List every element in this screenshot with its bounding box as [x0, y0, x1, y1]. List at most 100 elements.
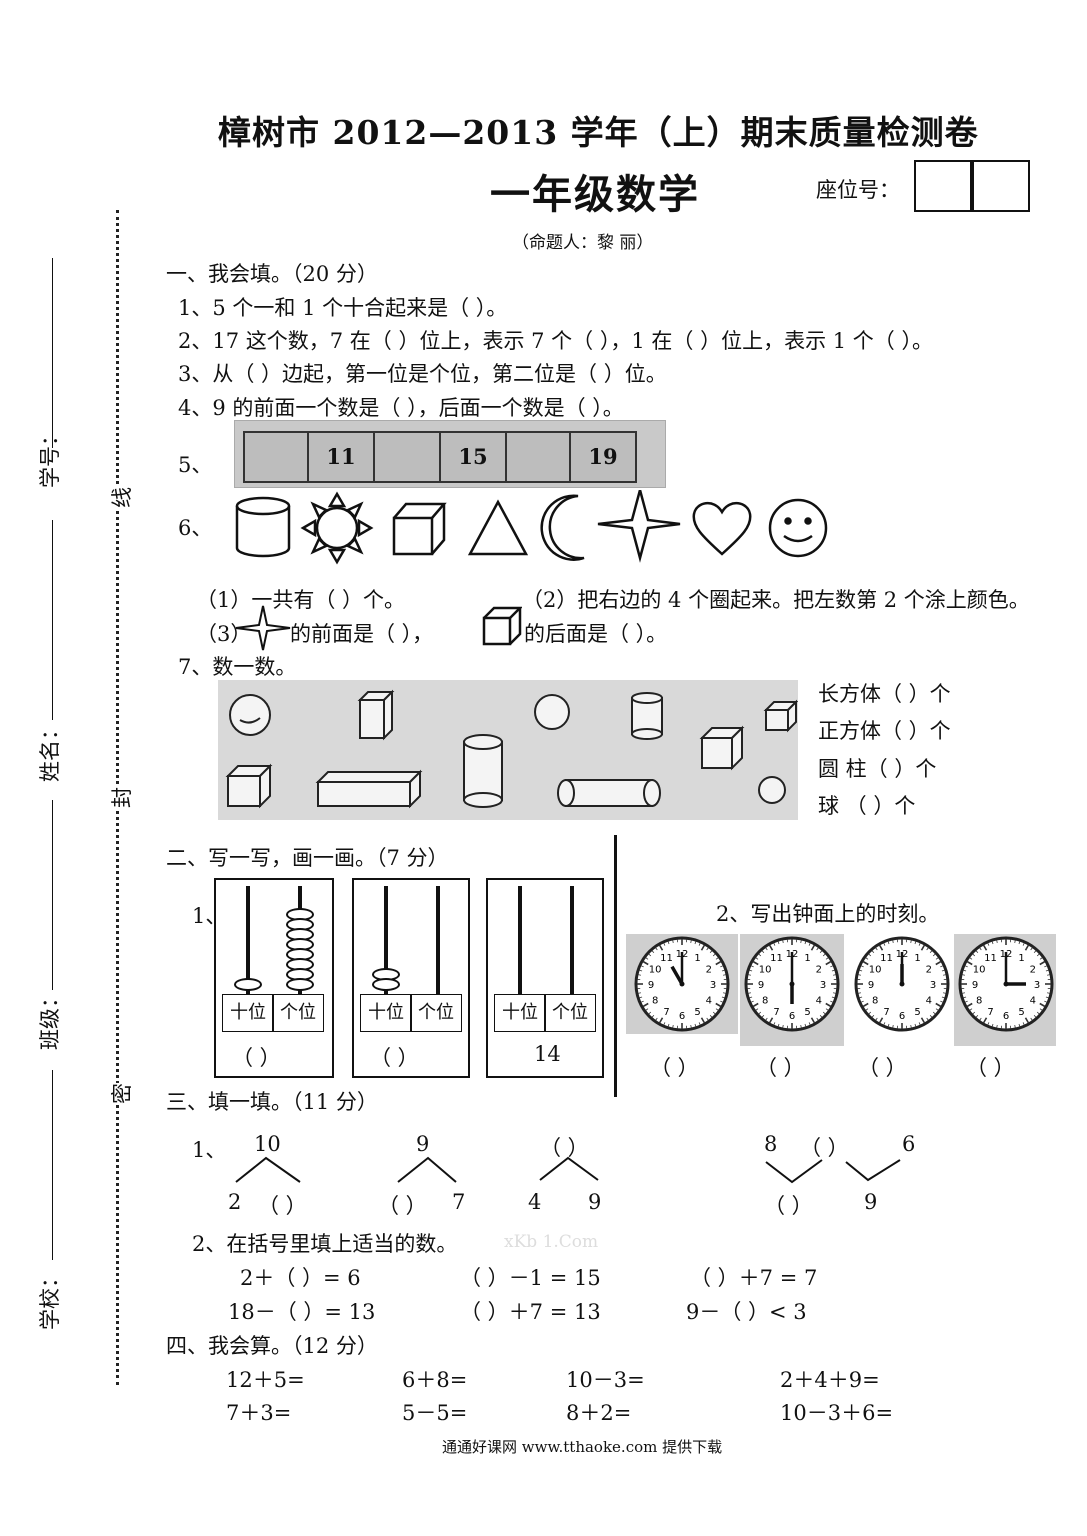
- split2-top: 9: [416, 1132, 430, 1156]
- cylinder-icon: [463, 734, 503, 808]
- smiley-icon: [768, 498, 828, 558]
- split2-left[interactable]: （ ）: [378, 1194, 427, 1218]
- svg-text:7: 7: [773, 1007, 779, 1018]
- svg-text:4: 4: [1030, 996, 1036, 1007]
- s3-question-1-label: 1、: [192, 1138, 227, 1162]
- number-bond-lines: [235, 1156, 901, 1184]
- sun-icon: [300, 491, 374, 565]
- clock-face: 1234567891011121234567891011121234567891…: [634, 936, 1054, 1032]
- side-label-student-id: 学号：: [38, 425, 62, 488]
- abacus-rod-ones: [570, 886, 574, 994]
- abacus-bead: [372, 978, 400, 991]
- equation: （ ）－1 = 15: [460, 1266, 601, 1290]
- place-label-ones: 个位: [410, 994, 462, 1032]
- seat-box-2[interactable]: [970, 160, 1030, 212]
- section2-heading: 二、写一写，画一画。（7 分）: [166, 846, 449, 870]
- author-line: （命题人：黎 丽）: [512, 233, 654, 253]
- svg-text:5: 5: [804, 1007, 810, 1018]
- svg-text:3: 3: [930, 980, 936, 991]
- clock-answer-4[interactable]: （ ）: [966, 1056, 1015, 1080]
- place-label-tens: 十位: [494, 994, 546, 1032]
- cylinder-icon: [557, 779, 661, 807]
- calc-item: 6＋8=: [402, 1368, 468, 1392]
- abacus-rod-tens: [518, 886, 522, 994]
- number-cell[interactable]: [373, 431, 441, 483]
- svg-text:7: 7: [883, 1007, 889, 1018]
- count-cube: 正方体（ ）个: [818, 719, 951, 743]
- s1-q6-part3-end: 的后面是（ ）。: [524, 622, 668, 646]
- split3-top[interactable]: （ ）: [540, 1136, 589, 1160]
- cube-icon: [392, 502, 447, 556]
- svg-text:3: 3: [710, 980, 716, 991]
- svg-text:5: 5: [914, 1007, 920, 1018]
- clock-answer-3[interactable]: （ ）: [858, 1056, 907, 1080]
- s2-question-2-label: 2、写出钟面上的时刻。: [716, 902, 940, 926]
- s1-question-6-label: 6、: [178, 516, 213, 540]
- side-rule-2: [52, 520, 53, 720]
- svg-text:6: 6: [679, 1011, 685, 1022]
- cube-icon: [763, 699, 798, 733]
- svg-text:9: 9: [972, 980, 978, 991]
- abacus-rod-tens: [246, 886, 250, 994]
- star-icon: [235, 605, 291, 651]
- cube-icon: [482, 606, 522, 646]
- hour-hand: [670, 965, 684, 985]
- equation: 18－（ ）= 13: [228, 1300, 376, 1324]
- number-cell[interactable]: [505, 431, 571, 483]
- s1-question-1: 1、5 个一和 1 个十合起来是（ ）。: [178, 296, 508, 320]
- cuboid-icon: [357, 689, 395, 741]
- svg-text:8: 8: [762, 996, 768, 1007]
- moon-icon: [540, 494, 585, 561]
- s1-q6-part3-prefix: （3）: [196, 622, 252, 646]
- split1-left: 2: [228, 1190, 242, 1214]
- seal-char-seal: 封: [106, 787, 136, 808]
- equation: 2＋（ ）= 6: [240, 1266, 361, 1290]
- svg-text:7: 7: [663, 1007, 669, 1018]
- svg-text:2: 2: [926, 965, 932, 976]
- s1-q6-part3-mid: 的前面是（ ），: [290, 622, 434, 646]
- merge-a: 8: [764, 1132, 778, 1156]
- abacus-1: 十位 个位 （ ）: [214, 878, 334, 1078]
- svg-text:4: 4: [926, 996, 932, 1007]
- side-rule-4: [52, 1070, 53, 1260]
- abacus-3: 十位 个位 14: [486, 878, 604, 1078]
- abacus-answer[interactable]: （ ）: [232, 1046, 281, 1070]
- s1-question-2: 2、17 这个数，7 在（ ）位上，表示 7 个（ ），1 在（ ）位上，表示 …: [178, 329, 933, 353]
- seat-box-1[interactable]: [914, 160, 974, 212]
- number-cell: 15: [439, 431, 507, 483]
- svg-text:6: 6: [899, 1011, 905, 1022]
- place-label-tens: 十位: [360, 994, 412, 1032]
- sphere-icon: [229, 694, 271, 736]
- svg-text:1: 1: [1018, 953, 1024, 964]
- svg-text:10: 10: [649, 965, 662, 976]
- equation: （ ）＋7 = 13: [460, 1300, 601, 1324]
- cylinder-icon: [235, 496, 291, 558]
- clock-answer-2[interactable]: （ ）: [756, 1056, 805, 1080]
- merge-b[interactable]: （ ）: [800, 1136, 849, 1160]
- svg-text:1: 1: [804, 953, 810, 964]
- split3-left: 4: [528, 1190, 542, 1214]
- calc-item: 2＋4＋9=: [780, 1368, 880, 1392]
- s1-q6-part2: （2）把右边的 4 个圈起来。把左数第 2 个涂上颜色。: [522, 588, 1030, 612]
- number-cell[interactable]: [243, 431, 309, 483]
- svg-text:5: 5: [694, 1007, 700, 1018]
- svg-text:9: 9: [868, 980, 874, 991]
- count-cuboid: 长方体（ ）个: [818, 682, 951, 706]
- split1-right[interactable]: （ ）: [258, 1194, 307, 1218]
- svg-text:2: 2: [1030, 965, 1036, 976]
- svg-text:6: 6: [1003, 1011, 1009, 1022]
- clock-answer-1[interactable]: （ ）: [650, 1056, 699, 1080]
- merge-d[interactable]: （ ）: [764, 1194, 813, 1218]
- equation: （ ）＋7 = 7: [690, 1266, 818, 1290]
- svg-text:10: 10: [759, 965, 772, 976]
- abacus-answer: 14: [534, 1042, 561, 1066]
- place-label-ones: 个位: [272, 994, 324, 1032]
- cuboid-icon: [315, 769, 423, 809]
- calc-item: 8＋2=: [566, 1401, 632, 1425]
- page-subtitle: 一年级数学: [490, 171, 700, 218]
- split1-top: 10: [254, 1132, 281, 1156]
- footer-credit: 通通好课网 www.tthaoke.com 提供下载: [442, 1438, 723, 1456]
- abacus-answer[interactable]: （ ）: [370, 1046, 419, 1070]
